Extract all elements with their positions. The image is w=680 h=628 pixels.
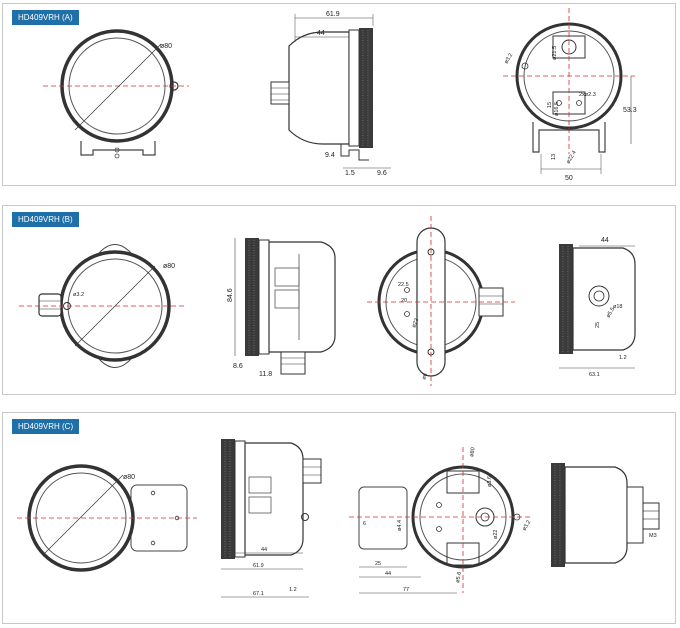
back-view-c: ø80 ø3.6 6 ø4.4 ø22 25 44 77 ø5.6 ø3.2 xyxy=(349,447,533,594)
a-side-bracket-offset: 1.5 xyxy=(345,170,355,177)
back-view-a: 50 53.3 ø3.2 ø21.5 ø16.5 15 2xø2.3 13 ø2… xyxy=(503,8,637,182)
a-side-bracket-height: 9.4 xyxy=(325,152,335,159)
front-view-a: ø80 xyxy=(43,29,189,159)
panel-b-label: HD409VRH (B) xyxy=(12,212,79,227)
b-profile-offset: 1.2 xyxy=(619,355,627,361)
c-side-offset: 1.2 xyxy=(289,587,297,593)
a-side-bracket-width: 9.6 xyxy=(377,170,387,177)
c-back-dim-b: ø3.6 xyxy=(487,476,493,487)
b-profile-dim-a: ø18 xyxy=(613,304,622,310)
c-side-overall: 67.1 xyxy=(253,591,264,597)
profile-view-c: M3 xyxy=(551,463,660,567)
a-side-body-depth: 44 xyxy=(317,30,325,37)
a-back-slot: ø22.4 xyxy=(566,150,578,165)
b-front-diameter: ø80 xyxy=(163,263,175,270)
b-profile-dim-c: 25 xyxy=(595,322,601,328)
a-back-bracket-h: 13 xyxy=(551,154,557,160)
c-back-dim-j: ø3.2 xyxy=(522,519,533,532)
panel-c-label: HD409VRH (C) xyxy=(12,419,80,434)
a-back-hole: ø3.2 xyxy=(504,52,515,65)
side-view-a: 61.9 44 9.4 1.5 9.6 xyxy=(270,11,391,177)
c-back-dim-f: 25 xyxy=(375,561,381,567)
panel-a-drawing: ø80 61.9 44 9.4 1.5 9.6 xyxy=(43,8,637,182)
panel-c: HD409VRH (C) ø80 44 xyxy=(2,412,676,624)
a-back-height: 53.3 xyxy=(623,107,637,114)
b-back-dim-a: 22.5 xyxy=(398,282,409,288)
a-back-dim-a: ø21.5 xyxy=(552,46,558,60)
panel-c-drawing: ø80 44 61.9 67.1 1.2 xyxy=(17,439,660,598)
a-back-dim-d: 2xø2.3 xyxy=(579,92,596,98)
a-front-diameter: ø80 xyxy=(160,43,172,50)
a-back-dim-c: 15 xyxy=(547,102,553,108)
panel-b: HD409VRH (B) ø80 ø3.2 xyxy=(2,205,676,395)
b-profile-depth: 44 xyxy=(601,237,609,244)
panel-b-drawing: ø80 ø3.2 84.6 8.6 11.8 xyxy=(19,216,636,386)
c-profile-label: M3 xyxy=(649,533,657,539)
front-view-b: ø80 ø3.2 xyxy=(19,244,187,368)
profile-view-b: 44 ø18 ø5.5 25 1.2 63.1 xyxy=(559,237,636,378)
b-side-offset-a: 8.6 xyxy=(233,363,243,370)
panel-a: HD409VRH (A) ø80 xyxy=(2,3,676,186)
side-view-c: 44 61.9 67.1 1.2 xyxy=(221,439,322,598)
a-side-overall-depth: 61.9 xyxy=(326,11,340,18)
c-back-dim-c: 6 xyxy=(363,521,366,527)
a-back-dim-b: ø16.5 xyxy=(554,102,560,116)
c-back-dim-d: ø4.4 xyxy=(397,520,403,531)
b-profile-dim-b: ø5.5 xyxy=(606,306,617,319)
front-view-c: ø80 xyxy=(17,464,197,572)
b-back-dim-c: ø22 xyxy=(411,318,420,329)
c-back-dim-e: ø22 xyxy=(493,530,499,539)
b-back-dim-d: ø6 xyxy=(421,373,429,381)
b-side-offset-b: 11.8 xyxy=(259,371,272,378)
a-back-width: 50 xyxy=(565,175,573,182)
c-side-depth: 61.9 xyxy=(253,563,264,569)
b-profile-overall: 63.1 xyxy=(589,372,600,378)
panel-a-label: HD409VRH (A) xyxy=(12,10,79,25)
c-side-body: 44 xyxy=(261,547,267,553)
side-view-b: 84.6 8.6 11.8 xyxy=(227,238,336,378)
b-side-height: 84.6 xyxy=(227,288,234,302)
c-back-dim-h: 77 xyxy=(403,587,409,593)
c-back-dim-g: 44 xyxy=(385,571,391,577)
c-back-dim-a: ø80 xyxy=(469,447,477,457)
c-back-dim-i: ø5.6 xyxy=(455,571,463,583)
b-back-dim-b: 20 xyxy=(401,298,407,304)
b-front-hole: ø3.2 xyxy=(73,292,84,298)
c-front-diameter: ø80 xyxy=(123,474,135,481)
back-view-b: 22.5 20 ø22 ø6 xyxy=(367,216,515,386)
